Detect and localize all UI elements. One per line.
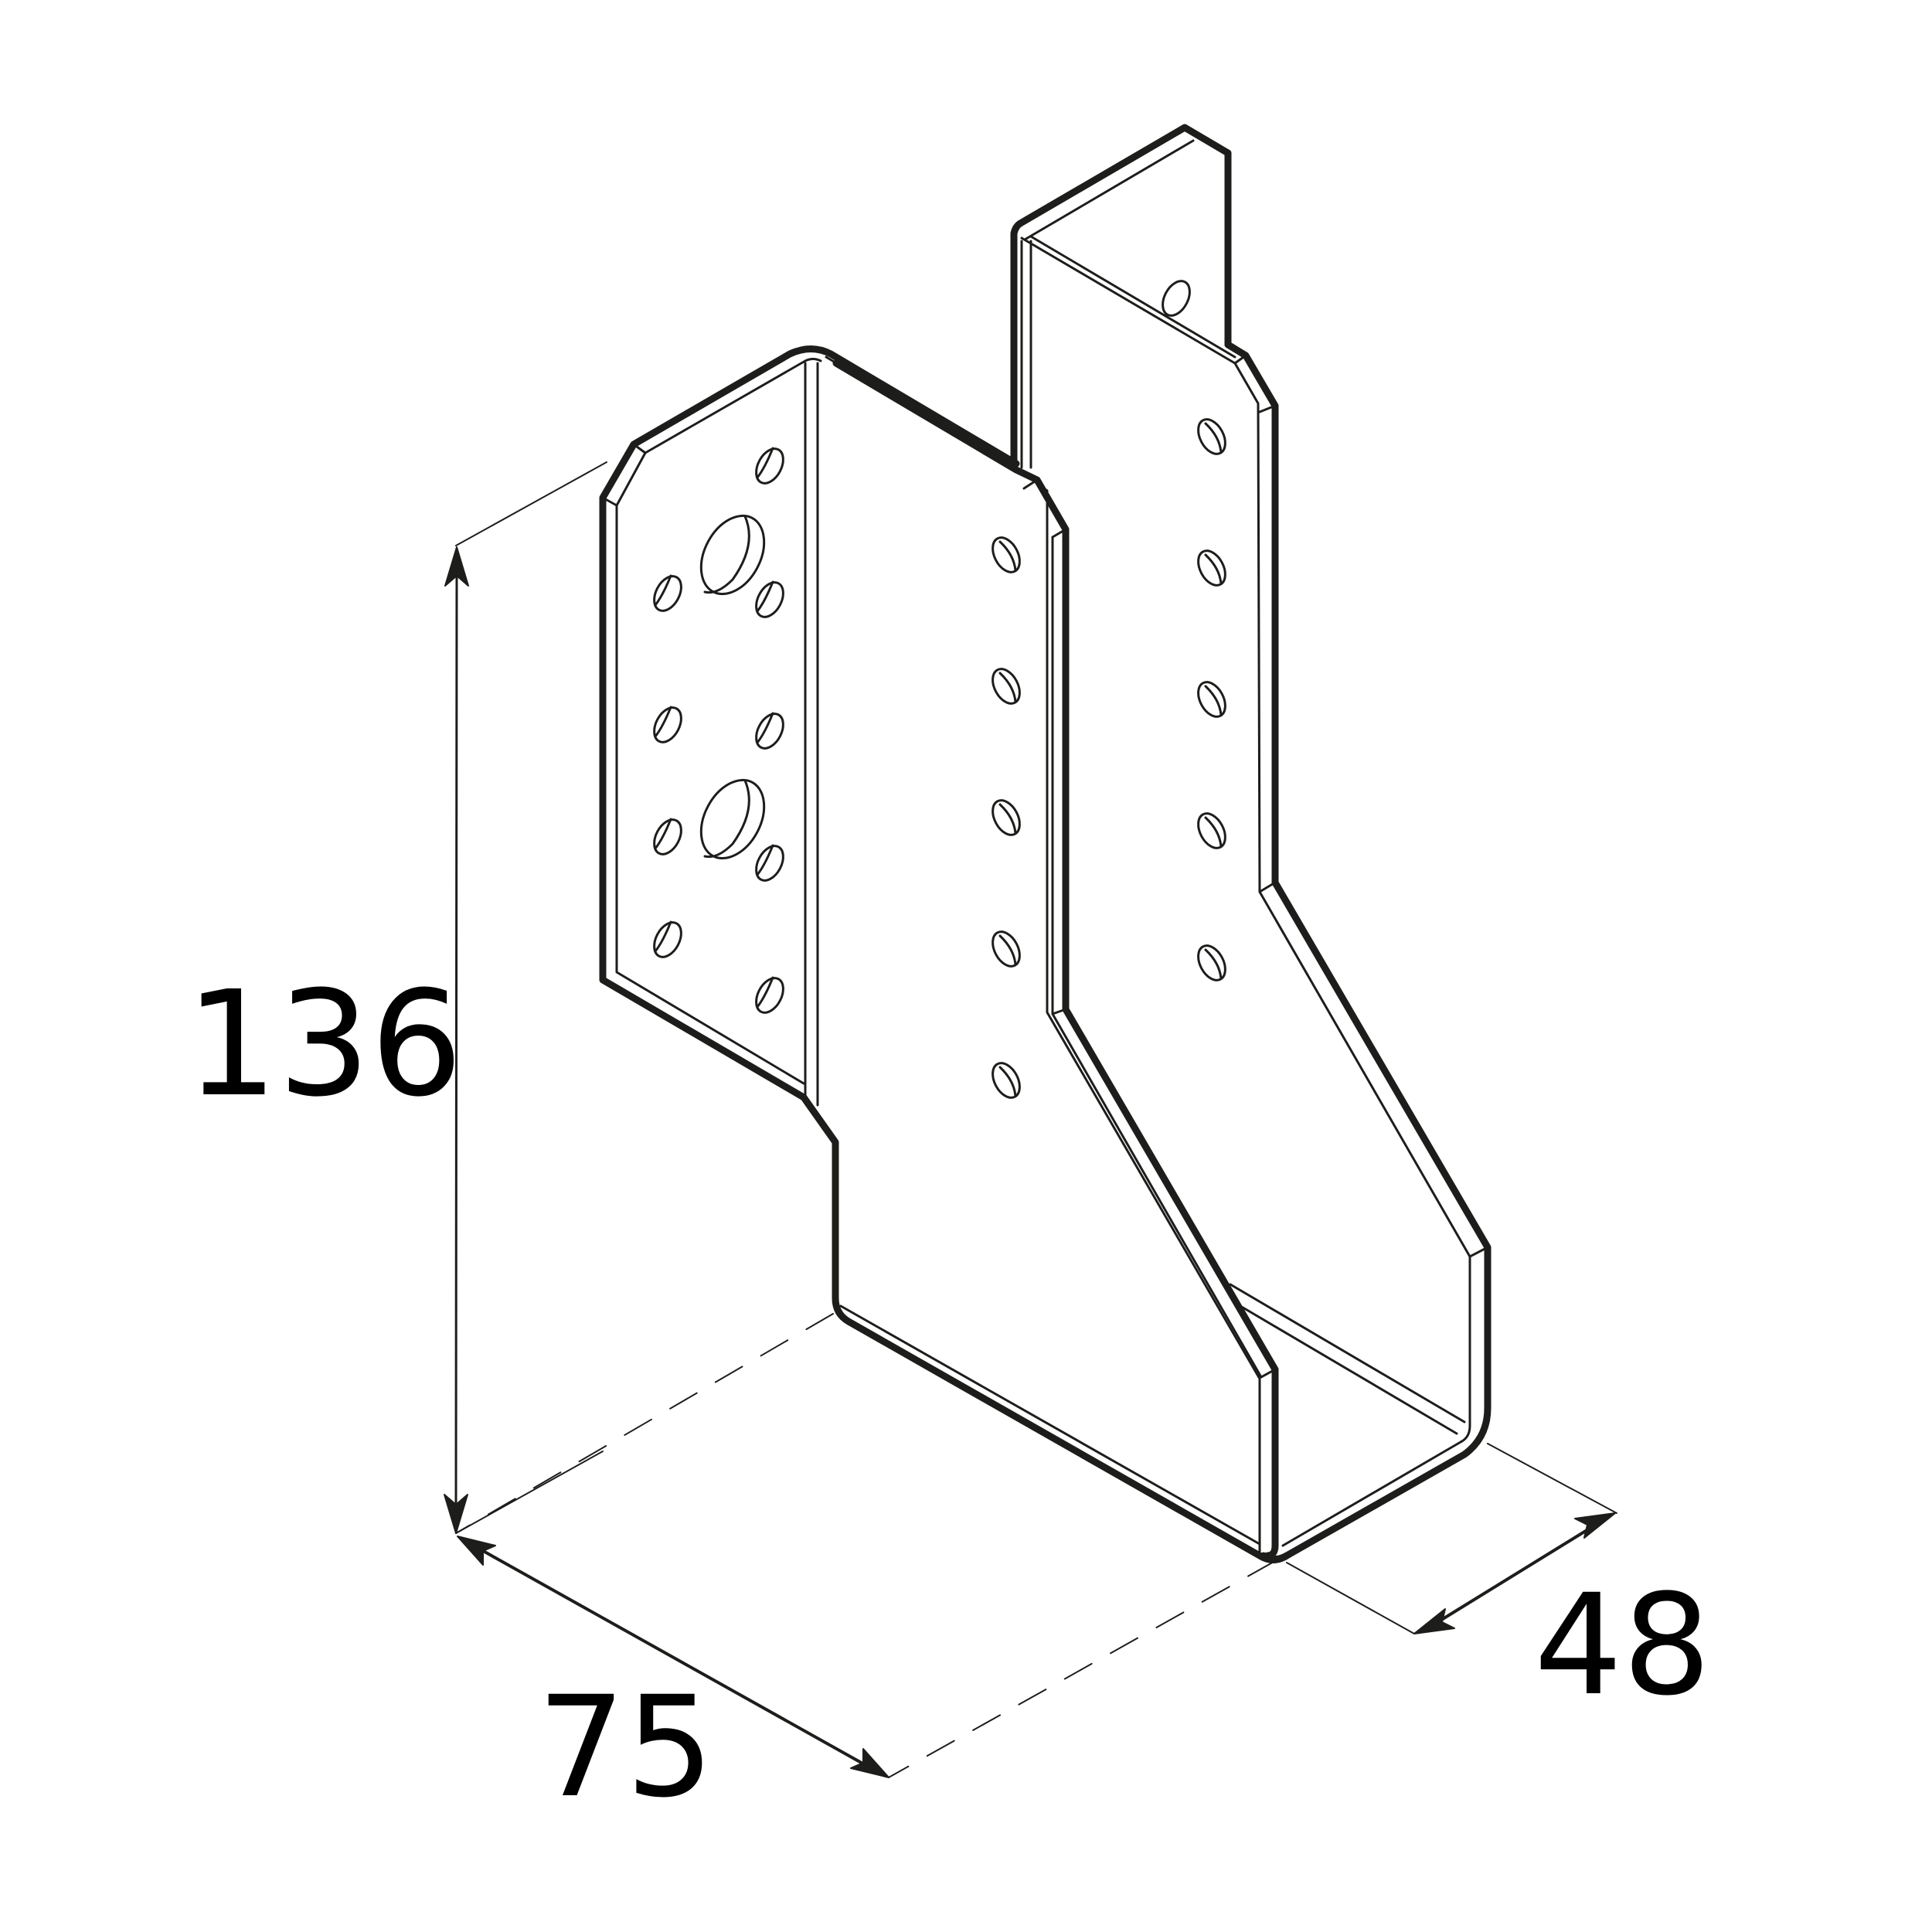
height-dimension-line xyxy=(444,546,469,1534)
dimension-lines xyxy=(455,461,1617,1778)
width-dimension-line xyxy=(457,1536,889,1778)
front-panel-holes xyxy=(992,536,1021,1099)
front-side-panel xyxy=(825,355,1279,1560)
back-top-flange xyxy=(1010,124,1236,471)
back-side-panel xyxy=(1197,341,1492,1563)
left-flange-holes xyxy=(653,447,784,1014)
width-dimension-label: 75 xyxy=(537,1667,715,1828)
left-flange xyxy=(599,345,1291,1563)
back-panel-holes xyxy=(1197,418,1226,981)
depth-dimension-line xyxy=(1413,1512,1616,1634)
height-dimension-label: 136 xyxy=(185,960,463,1129)
depth-dimension-label: 48 xyxy=(1534,1565,1712,1726)
